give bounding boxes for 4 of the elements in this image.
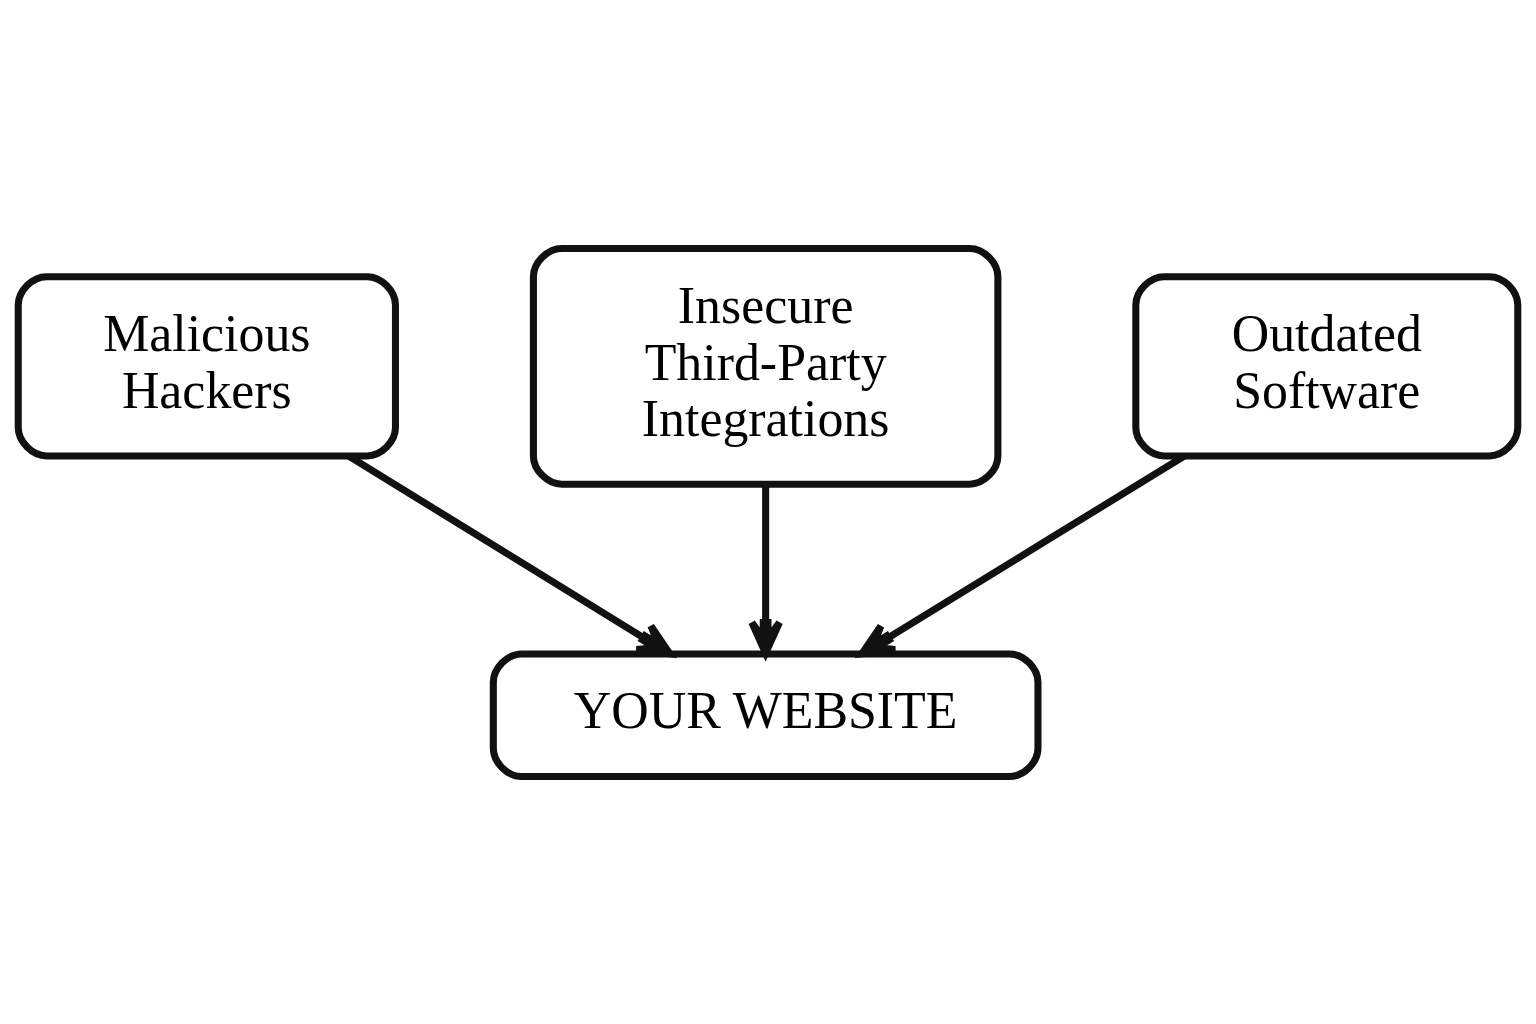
node-box: YOUR WEBSITE — [489, 649, 1042, 780]
node-box: Outdated Software — [1132, 272, 1522, 459]
node-box: Insecure Third-Party Integrations — [529, 244, 1002, 488]
node-box: Malicious Hackers — [14, 272, 399, 459]
